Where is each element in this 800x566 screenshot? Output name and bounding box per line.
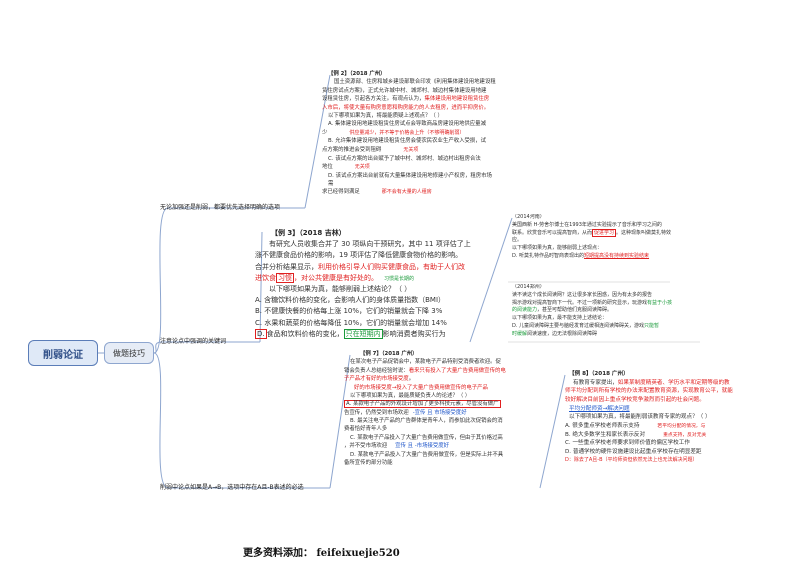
example-7-logic-note: 好的市场接受度→投入了大量广告费用做宣传的电子产品 (354, 384, 488, 391)
keyword-promote-learning: 促进学习 (592, 228, 617, 237)
example-7-option-c-2: ，并不受市场欢迎宣传 且 -市场接受度好 (344, 443, 450, 450)
example-2-note-c: 无关项 (354, 163, 370, 170)
example-2014a-title: （2014河南） (512, 214, 545, 220)
example-7-note-c: 宣传 且 -市场接受度好 (395, 443, 450, 450)
example-7-question: 以下哪项如果为真，最能质疑负责人的论述？（ ） (350, 392, 471, 399)
example-3-stem-1: 有研究人员收集合并了 30 项纵向干预研究，其中 11 项评估了上 (269, 240, 471, 249)
branch-keywords[interactable]: 注意论点中强调的关键词 (160, 338, 227, 345)
example-2-stem-3: 设租赁住房，引起各方关注。有观点认为，集体建设用地建设租赁住房 (322, 96, 490, 103)
example-2014b-stem-3: 的阅读能力，甚至可帮助他们克服阅读障碍。 (512, 307, 613, 314)
example-2-title: 【例 2】（2018 广州） (328, 71, 386, 77)
example-2-option-c: C. 该试点方案的出台赋予了城中村、城郊村、城边村出租房合法 (328, 155, 481, 162)
example-2-option-a: A. 集体建设用地建设租赁住房试点会导致商品房建设用地供应量减 (328, 121, 486, 128)
example-2014a-option-d: D. 听莫扎特作品时智商表现出的短期提高没有持续到实验结束 (512, 252, 650, 259)
example-2014b-option-d-2: 时缓解阅读速度，边无法根除阅读障碍 (512, 330, 598, 337)
example-8-option-b: B. 绝大多数学生和家长表示反对重点支持，反对无关 (565, 431, 707, 438)
example-7-stem-1: 在某次电子产品促销会中，某款电子产品特别受消费者欢迎。促 (350, 359, 501, 366)
example-2-note-d: 那不会有大量的人租房 (381, 189, 432, 196)
example-2014a-question: 以下哪项如果为真，能够削弱上述现点： (512, 245, 603, 251)
example-2014b-option-d: D. 儿童阅读障碍主要与脑经发育过缓相连阅读障碍关，游戏只能暂 (512, 322, 660, 329)
example-3-option-a: A. 含糖饮料价格的变化，会影响人们的身体质量指数（BMI） (255, 296, 446, 305)
example-3-stem-3: 合并分析结果显示，利用价格引导人们购买健康食品，有助于人们改 (255, 262, 465, 271)
example-2-note-b: 无关项 (403, 146, 419, 153)
example-7-option-d-2: 备所宣传的部分功能 (344, 459, 393, 466)
example-7-option-b: B. 最关注电子产品的广告群体是青年人，而参加此次促销会的消 (350, 418, 503, 424)
connector-branch2-ex3 (259, 231, 263, 343)
example-2014a-stem-1: 美国西新 H-劳舍尔博士在1993年通过实验提示了音乐和学习之间的 (512, 221, 662, 228)
branch-a-not-b[interactable]: 削弱中论点如果是A→B，选项中存在A且-B表述的必选 (160, 484, 304, 491)
example-3-option-d: D.食品和饮料价格的变化，只在短期内影响消费者购买行为 (255, 328, 446, 339)
example-3-option-c: C. 水果和蔬菜的价格每降低 10%，它们的销量就会增加 14% (255, 318, 447, 327)
keyword-short-term: 只在短期内 (343, 328, 383, 339)
example-2-option-a-2: 少供应量减少，并不等于价格会上升（不够明确削弱） (322, 129, 465, 136)
example-8-question: 以下哪项如果为真，将最能削弱该教育专家的观点？（ ） (569, 414, 711, 421)
root-label: 削弱论证 (43, 349, 83, 361)
example-3-card: 【例 3】（2018 吉林） 有研究人员收集合并了 30 项纵向干预研究，其中 … (255, 228, 503, 346)
example-2014b-title: （2014郑州） (512, 284, 545, 290)
example-8-stem-3: 较好解决目前因上重点学校竞争激烈而引起的社会问题。 (565, 396, 705, 403)
example-7-option-c: C. 某款电子产品投入了大量广告费用做宣传，但由于其价格过高 (350, 434, 503, 441)
example-2-stem-4: 入市后，将使大量有购房意愿和购房能力的人去租房，进而平抑房价。 (322, 104, 490, 111)
example-8-note-a1: 若平均分配的情况，与 (657, 423, 706, 429)
example-3-option-b: B. 不健康快餐的价格每上涨 10%，它们的销量就会下降 3% (255, 307, 443, 316)
example-2014b-stem-1: 读不读这个成长阅读网？这让很多家长困惑，因为有太多的报告 (512, 291, 653, 298)
keyword-habit: 习惯 (276, 272, 294, 283)
example-8-note: 平均分配师资→解决问题 (569, 405, 630, 412)
example-3-note: 习惯是长期的 (384, 275, 415, 282)
example-2-card: 【例 2】（2018 广州） 国土资源部、住房和城乡建设部联合印发《利用集体建设… (322, 70, 497, 206)
example-8-stem-2: 师平均分配到所有学校的办法来配置教育资源，实现教育公平，就能 (565, 388, 733, 395)
example-2014-henan-card: （2014河南） 美国西新 H-劳舍尔博士在1993年通过实验提示了音乐和学习之… (512, 214, 682, 280)
sub-node-tips[interactable]: 做题技巧 (104, 342, 154, 364)
example-3-stem-2: 涨不健康食品价格的影响，19 项评估了降低健康食物价格的影响。 (255, 251, 463, 260)
sub-node-label: 做题技巧 (113, 348, 145, 358)
example-3-stem-4: 进饮食习惯，对公共健康是有好处的。习惯是长期的 (255, 272, 415, 283)
example-2-option-b-2: 点方案的推进会受到阻碍无关项 (322, 146, 419, 153)
root-node[interactable]: 削弱论证 (28, 340, 98, 366)
connector-sub-branch1 (153, 207, 305, 354)
example-7-stem-2: 销会负责人总结经验时说：看来只有投入了大量广告费用做宣传的电 (344, 367, 506, 374)
example-8-option-d: D. 普通学校的硬件设施建设比起重点学校存在明显差距 (565, 448, 702, 455)
example-7-stem-3: 子产品才有好的市场接受度。 (344, 376, 415, 383)
example-2-note-a: 供应量减少，并不等于价格会上升（不够明确削弱） (349, 129, 465, 136)
example-8-answer: D：除去了A且-B（平均师资但依然无法上也无法解决问题） (565, 456, 698, 463)
example-2-stem-2: 赁住房试点方案》，正式允许城中村、城郊村、城边村集体建设用地建 (322, 87, 487, 94)
example-2014a-stem-3: 应。 (512, 237, 523, 244)
example-2-option-d: D. 该试点方案出台前就有大量集体建设用地修建小产权房，租房市场需 (328, 172, 492, 187)
footer-contact: 更多资料添加： feifeixuejie520 (243, 548, 400, 559)
example-7-title: 【例 7】（2018 广州） (360, 351, 418, 357)
example-8-stem-1: 有教育专家提出，如果某制度精英者、学历水平和定期等级的教 (573, 379, 730, 386)
example-8-option-a: A. 很多重点学校老师表示支持若平均分配的情况，与 (565, 422, 706, 429)
example-2-stem-1: 国土资源部、住房和城乡建设部联合印发《利用集体建设用地建设租 (334, 79, 496, 86)
connector-sub-branch3 (153, 352, 330, 489)
connector-branch2-ex14 (469, 217, 513, 343)
example-2014b-stem-2: 揭示游戏对提高智商下一代。不过一项新的研究显示，玩游戏有益于小孩 (512, 299, 673, 306)
connector-branch3-ex7 (329, 354, 351, 489)
example-2014a-stem-2: 联系。欣赏音乐可以提高智商，从而促进学习。这种现象叫做莫扎特效 (512, 228, 672, 237)
example-2-option-d-2: 求已经得到满足那不会有大量的人租房 (322, 189, 432, 196)
connector-branch1-ex2 (304, 74, 331, 209)
example-7-option-b-2: 费者恰好青年人多 (344, 426, 388, 433)
example-8-card: 【例 8】（2018 广州） 有教育专家提出，如果某制度精英者、学历水平和定期等… (565, 370, 775, 492)
example-2-question: 以下哪项如果为真，将最能质疑上述观点？（ ） (328, 112, 443, 119)
example-3-question: 以下哪项如果为真，能够削弱上述结论？（ ） (269, 284, 412, 293)
example-8-title: 【例 8】（2018 广州） (569, 371, 629, 377)
example-7-note-a: -宣传 且 市场接受度好 (412, 409, 467, 416)
example-7-option-d: D. 某款电子产品投入了大量广告费用做宣传，但是实际上并不具 (350, 451, 504, 458)
connector-sub-branch2 (153, 341, 260, 354)
example-2014b-question: 以下哪项如果为真，最不能支持上述结论： (512, 315, 608, 321)
example-7-option-a-2: 告宣传，仍然受到市场欢迎-宣传 且 市场接受度好 (344, 409, 467, 416)
example-7-option-a: A. 某款电子产品的外观设计增加了更多科技元素，尽管没有做广 (344, 400, 501, 409)
example-8-option-c: C. 一些重点学校老师要求到师价值的偏区学校工作 (565, 440, 690, 447)
example-2014-zhengzhou-card: （2014郑州） 读不读这个成长阅读网？这让很多家长困惑，因为有太多的报告 揭示… (512, 284, 697, 342)
example-3-title: 【例 3】（2018 吉林） (271, 229, 346, 237)
connector-branch3-ex8 (539, 374, 566, 489)
example-8-note-a2: 重点支持，反对无关 (663, 432, 707, 438)
example-7-card: 【例 7】（2018 广州） 在某次电子产品促销会中，某款电子产品特别受消费者欢… (344, 350, 529, 502)
example-2-option-b: B. 允许集体建设用地建设租赁住房会使农民农业生产收入受损，试 (328, 138, 487, 145)
example-2-option-c-2: 地位无关项 (322, 163, 370, 170)
branch-clear-option[interactable]: 无论加强还是削弱，都要优先选择明确的选项 (160, 204, 281, 211)
